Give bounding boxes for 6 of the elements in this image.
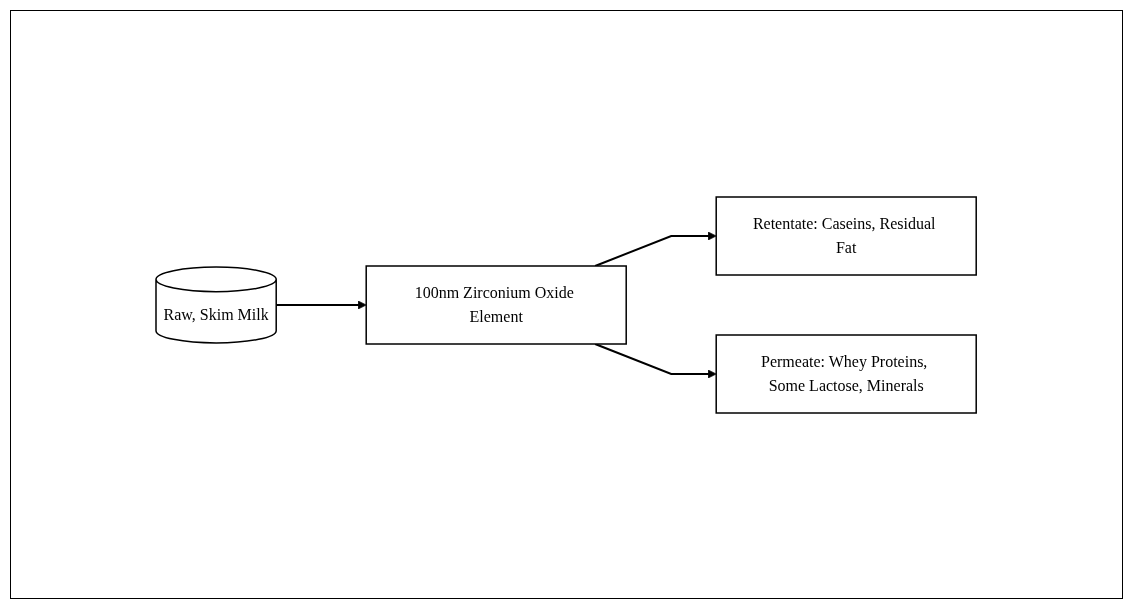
arrow bbox=[275, 300, 367, 309]
arrow bbox=[594, 342, 717, 378]
node-box: Permeate: Whey Proteins, Some Lactose, Minerals bbox=[715, 333, 978, 414]
arrow bbox=[594, 231, 717, 267]
node-box: 100nm Zirconium Oxide Element bbox=[365, 264, 628, 345]
node-box: Retentate: Caseins, Residual Fat bbox=[715, 195, 978, 276]
